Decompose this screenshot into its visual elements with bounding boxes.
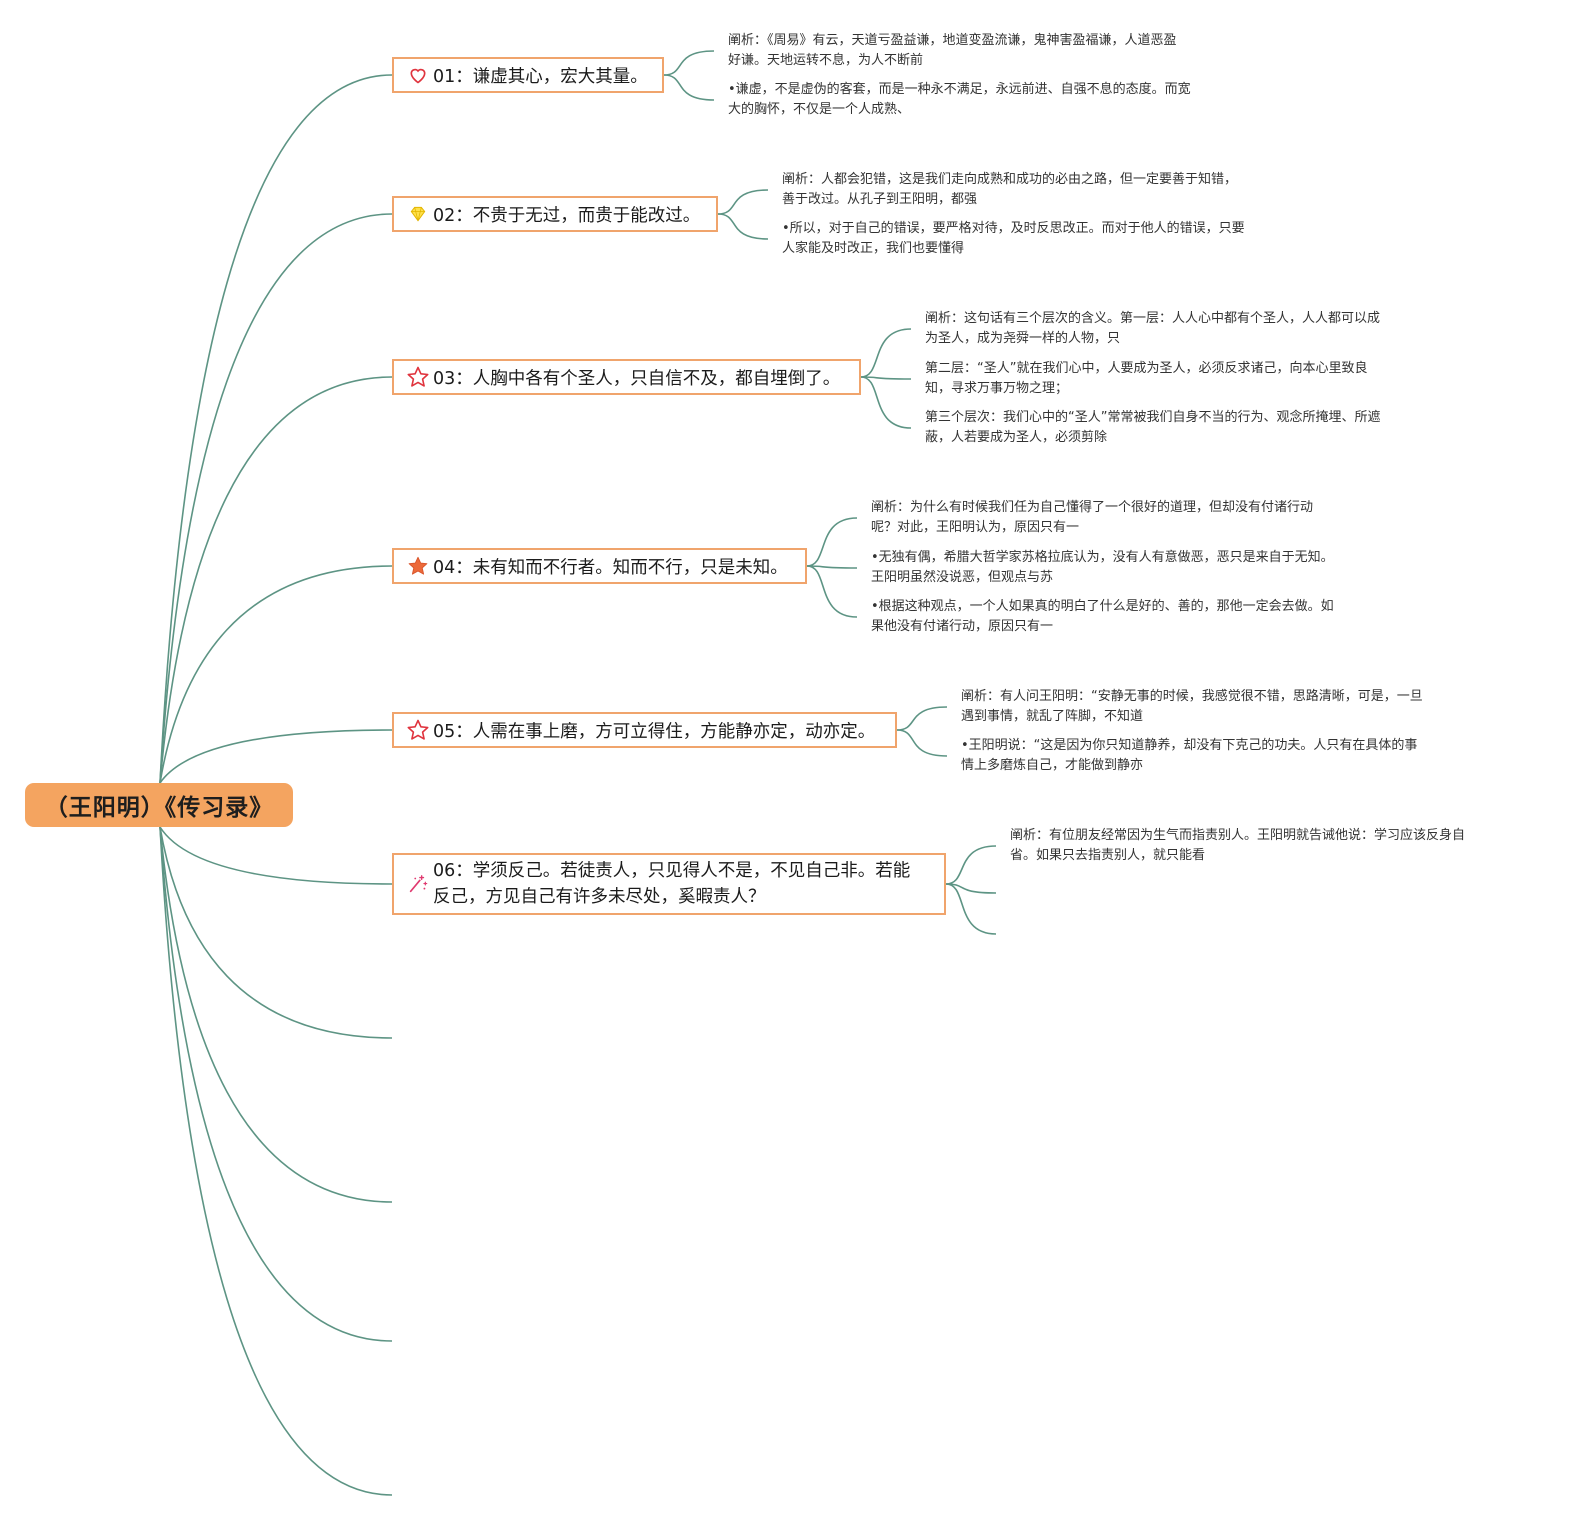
- note-line: 人家能及时改正，我们也要懂得: [782, 241, 965, 256]
- note-line: •所以，对于自己的错误，要严格对待，及时反思改正。而对于他人的错误，只要: [782, 221, 1245, 236]
- note-line: 阐析：有人问王阳明：“安静无事的时候，我感觉很不错，思路清晰，可是，一旦: [961, 689, 1423, 704]
- note-line: 善于改过。从孔子到王阳明，都强: [782, 192, 978, 207]
- note-connector: [717, 213, 769, 240]
- note-line: 蔽，人若要成为圣人，必须剪除: [925, 430, 1108, 445]
- note-line: 遇到事情，就乱了阵脚，不知道: [961, 709, 1144, 724]
- note-connector: [896, 729, 948, 757]
- note-line: 阐析：有位朋友经常因为生气而指责别人。王阳明就告诫他说：学习应该反身自: [1010, 828, 1466, 843]
- note-connector: [717, 189, 769, 215]
- topic-3-note: 阐析：这句话有三个层次的含义。第一层：人人心中都有个圣人，人人都可以成为圣人，成…: [925, 309, 1380, 349]
- topic-node-1[interactable]: 01：谦虚其心，宏大其量。: [392, 57, 664, 93]
- note-line: 果他没有付诸行动，原因只有一: [871, 619, 1054, 634]
- star-outline-icon: [406, 365, 430, 389]
- branch-line-5: [159, 729, 393, 784]
- empty-branch-line-2: [159, 826, 393, 1203]
- note-line: 情上多磨炼自己，才能做到静亦: [961, 758, 1144, 773]
- note-connector: [806, 517, 858, 567]
- topic-label: 01：谦虚其心，宏大其量。: [433, 66, 648, 87]
- note-connector: [945, 845, 997, 885]
- topic-label: 06：学须反己。若徒责人，只见得人不是，不见自己非。若能反己，方见自己有许多未尽…: [433, 861, 911, 907]
- branch-line-4: [159, 565, 393, 784]
- empty-branch-line-4: [159, 826, 393, 1496]
- topic-label: 04：未有知而不行者。知而不行，只是未知。: [433, 557, 788, 578]
- topic-label: 05：人需在事上磨，方可立得住，方能静亦定，动亦定。: [433, 721, 876, 742]
- note-connector: [806, 565, 858, 618]
- note-connector: [896, 706, 948, 731]
- note-connector: [860, 376, 912, 380]
- star-outline-icon: [406, 718, 430, 742]
- note-line: 第三个层次：我们心中的“圣人”常常被我们自身不当的行为、观念所掩埋、所遮: [925, 410, 1381, 425]
- note-connector: [860, 376, 912, 429]
- topic-1-note: 阐析：《周易》有云，天道亏盈益谦，地道变盈流谦，鬼神害盈福谦，人道恶盈好谦。天地…: [728, 31, 1177, 71]
- topic-4-note: •无独有偶，希腊大哲学家苏格拉底认为，没有人有意做恶，恶只是来自于无知。王阳明虽…: [871, 548, 1334, 588]
- empty-branch-line-3: [159, 826, 393, 1342]
- note-connector: [860, 328, 912, 378]
- topic-node-5[interactable]: 05：人需在事上磨，方可立得住，方能静亦定，动亦定。: [392, 712, 897, 748]
- branch-line-3: [159, 376, 393, 784]
- empty-note-connector: [945, 883, 997, 935]
- branch-line-2: [159, 213, 393, 784]
- note-line: 为圣人，成为尧舜一样的人物，只: [925, 331, 1121, 346]
- topic-2-note: 阐析：人都会犯错，这是我们走向成熟和成功的必由之路，但一定要善于知错， 善于改过。…: [782, 170, 1237, 210]
- topic-node-3[interactable]: 03：人胸中各有个圣人，只自信不及，都自埋倒了。: [392, 359, 861, 395]
- diamond-icon: [406, 202, 430, 226]
- topic-5-note: 阐析：有人问王阳明：“安静无事的时候，我感觉很不错，思路清晰，可是，一旦遇到事情…: [961, 687, 1423, 727]
- note-connector: [663, 74, 715, 101]
- branch-line-1: [159, 74, 393, 784]
- note-line: •根据这种观点，一个人如果真的明白了什么是好的、善的，那他一定会去做。如: [871, 599, 1334, 614]
- topic-node-4[interactable]: 04：未有知而不行者。知而不行，只是未知。: [392, 548, 807, 584]
- note-line: •谦虚，不是虚伪的客套，而是一种永不满足，永远前进、自强不息的态度。而宽: [728, 82, 1191, 97]
- note-connector: [806, 565, 858, 569]
- note-line: 好谦。天地运转不息，为人不断前: [728, 53, 924, 68]
- note-line: 阐析：人都会犯错，这是我们走向成熟和成功的必由之路，但一定要善于知错，: [782, 172, 1238, 187]
- note-line: •王阳明说：“这是因为你只知道静养，却没有下克己的功夫。人只有在具体的事: [961, 738, 1418, 753]
- note-line: 省。如果只去指责别人，就只能看: [1010, 848, 1206, 863]
- heart-icon: [406, 63, 430, 87]
- note-connector: [663, 50, 715, 76]
- branch-line-6: [159, 826, 393, 885]
- topic-4-note: •根据这种观点，一个人如果真的明白了什么是好的、善的，那他一定会去做。如果他没有…: [871, 597, 1334, 637]
- note-line: 呢？对此，王阳明认为，原因只有一: [871, 520, 1080, 535]
- note-line: •无独有偶，希腊大哲学家苏格拉底认为，没有人有意做恶，恶只是来自于无知。: [871, 550, 1334, 565]
- empty-branch-line-1: [159, 826, 393, 1039]
- topic-node-6[interactable]: 06：学须反己。若徒责人，只见得人不是，不见自己非。若能反己，方见自己有许多未尽…: [392, 853, 946, 915]
- topic-5-note: •王阳明说：“这是因为你只知道静养，却没有下克己的功夫。人只有在具体的事情上多磨…: [961, 736, 1417, 776]
- star-filled-icon: [406, 554, 430, 578]
- note-line: 第二层：“圣人”就在我们心中，人要成为圣人，必须反求诸己，向本心里致良: [925, 361, 1368, 376]
- topic-3-note: 第三个层次：我们心中的“圣人”常常被我们自身不当的行为、观念所掩埋、所遮蔽，人若…: [925, 408, 1380, 448]
- topic-1-note: •谦虚，不是虚伪的客套，而是一种永不满足，永远前进、自强不息的态度。而宽大的胸怀…: [728, 80, 1191, 120]
- note-line: 知，寻求万事万物之理；: [925, 381, 1069, 396]
- note-line: 王阳明虽然没说恶，但观点与苏: [871, 570, 1054, 585]
- topic-2-note: •所以，对于自己的错误，要严格对待，及时反思改正。而对于他人的错误，只要人家能及…: [782, 219, 1245, 259]
- sparkle-icon: [406, 872, 430, 896]
- note-line: 阐析：这句话有三个层次的含义。第一层：人人心中都有个圣人，人人都可以成: [925, 311, 1381, 326]
- topic-label: 02：不贵于无过，而贵于能改过。: [433, 205, 701, 226]
- note-line: 大的胸怀，不仅是一个人成熟、: [728, 102, 911, 117]
- note-line: 阐析：《周易》有云，天道亏盈益谦，地道变盈流谦，鬼神害盈福谦，人道恶盈: [728, 33, 1177, 48]
- topic-4-note: 阐析：为什么有时候我们任为自己懂得了一个很好的道理，但却没有付诸行动呢？对此，王…: [871, 498, 1313, 538]
- empty-note-connector: [945, 883, 997, 894]
- root-node[interactable]: （王阳明）《传习录》: [25, 783, 293, 827]
- topic-6-note: 阐析：有位朋友经常因为生气而指责别人。王阳明就告诫他说：学习应该反身自省。如果只…: [1010, 826, 1465, 866]
- note-line: 阐析：为什么有时候我们任为自己懂得了一个很好的道理，但却没有付诸行动: [871, 500, 1314, 515]
- topic-3-note: 第二层：“圣人”就在我们心中，人要成为圣人，必须反求诸己，向本心里致良知，寻求万…: [925, 359, 1367, 399]
- topic-node-2[interactable]: 02：不贵于无过，而贵于能改过。: [392, 196, 718, 232]
- topic-label: 03：人胸中各有个圣人，只自信不及，都自埋倒了。: [433, 368, 841, 389]
